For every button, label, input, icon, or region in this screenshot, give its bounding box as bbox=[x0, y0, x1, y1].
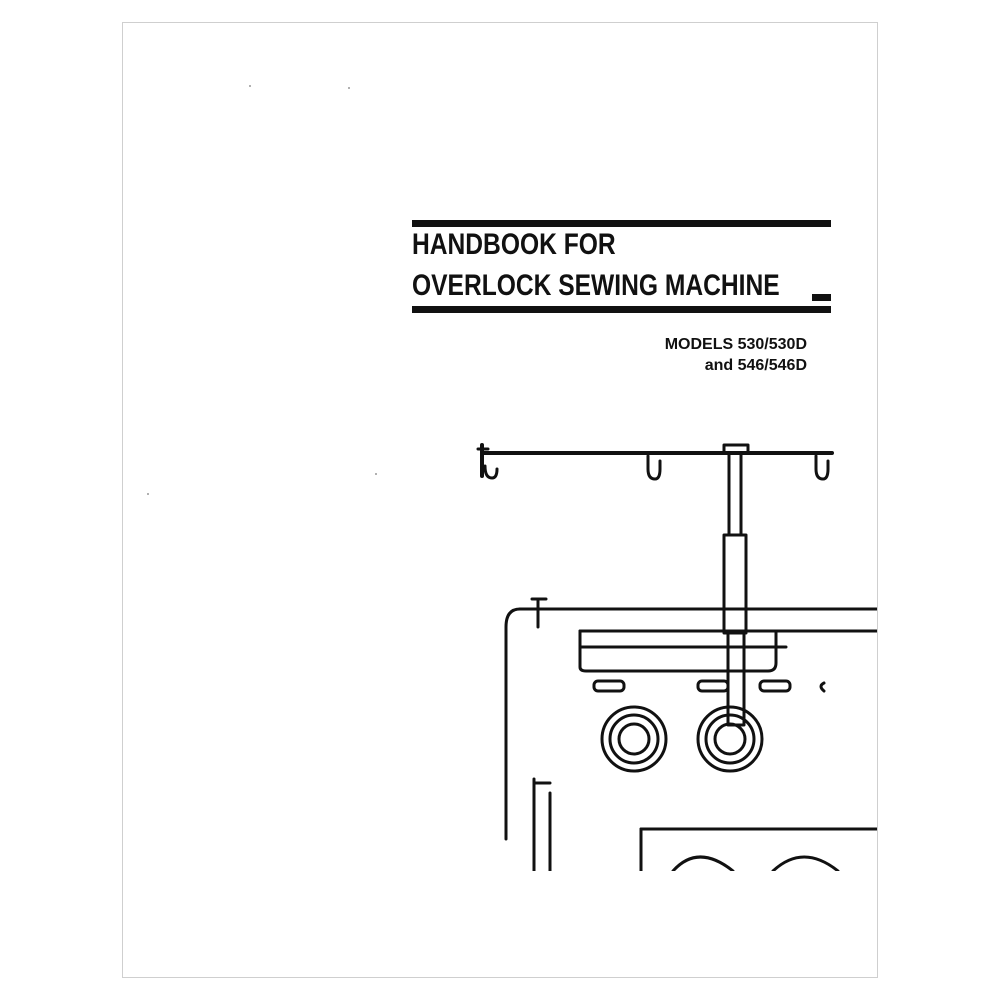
models-line-1: MODELS 530/530D bbox=[664, 336, 807, 353]
title-line-2: OVERLOCK SEWING MACHINE bbox=[412, 269, 780, 302]
title-line-1: HANDBOOK FOR bbox=[412, 228, 616, 261]
title-bottom-rule bbox=[412, 306, 831, 313]
handbook-cover-page: HANDBOOK FOR OVERLOCK SEWING MACHINE MOD… bbox=[122, 22, 878, 978]
title-side-rule bbox=[812, 294, 831, 301]
models-line-2: and 546/546D bbox=[704, 357, 807, 374]
sewing-machine-icon bbox=[476, 443, 877, 871]
scan-speck bbox=[375, 473, 377, 475]
title-top-rule bbox=[412, 220, 831, 227]
scan-speck bbox=[249, 85, 251, 87]
scan-speck bbox=[348, 87, 350, 89]
scan-speck bbox=[147, 493, 149, 495]
